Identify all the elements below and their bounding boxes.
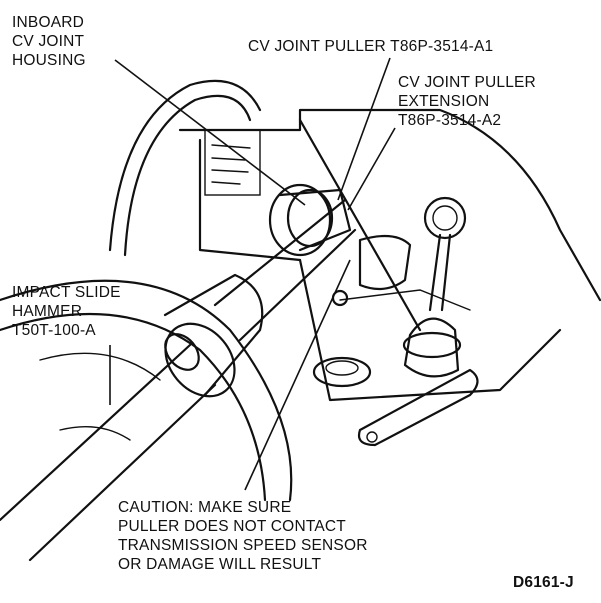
slide-hammer [0,198,357,562]
housing-line-1: INBOARD [12,14,85,31]
leader-lines [109,57,396,491]
extension-line-1: CV JOINT PULLER [398,74,536,91]
figure-id: D6161-J [513,574,574,591]
brake-rotor [0,279,293,502]
hammer-line-3: T50T-100-A [12,322,96,339]
caution-line-3: TRANSMISSION SPEED SENSOR [118,537,368,554]
transmission-case [178,108,601,402]
caution-line-4: OR DAMAGE WILL RESULT [118,556,322,573]
caution-line-1: CAUTION: MAKE SURE [118,499,292,516]
hammer-line-2: HAMMER [12,303,83,320]
hammer-line-1: IMPACT SLIDE [12,284,121,301]
label-impact-slide-hammer: IMPACT SLIDE HAMMER T50T-100-A [12,283,121,340]
housing-line-3: HOUSING [12,52,86,69]
label-inboard-cv-joint-housing: INBOARD CV JOINT HOUSING [12,13,86,70]
label-cv-joint-puller: CV JOINT PULLER T86P-3514-A1 [248,38,494,55]
hose [108,79,262,257]
label-cv-joint-puller-extension: CV JOINT PULLER EXTENSION T86P-3514-A2 [398,73,536,130]
cv-joint-housing [268,183,352,257]
housing-line-2: CV JOINT [12,33,85,50]
extension-line-3: T86P-3514-A2 [398,112,502,129]
caution-note: CAUTION: MAKE SURE PULLER DOES NOT CONTA… [118,498,368,574]
linkage [298,118,479,447]
caution-line-2: PULLER DOES NOT CONTACT [118,518,346,535]
extension-line-2: EXTENSION [398,93,490,110]
